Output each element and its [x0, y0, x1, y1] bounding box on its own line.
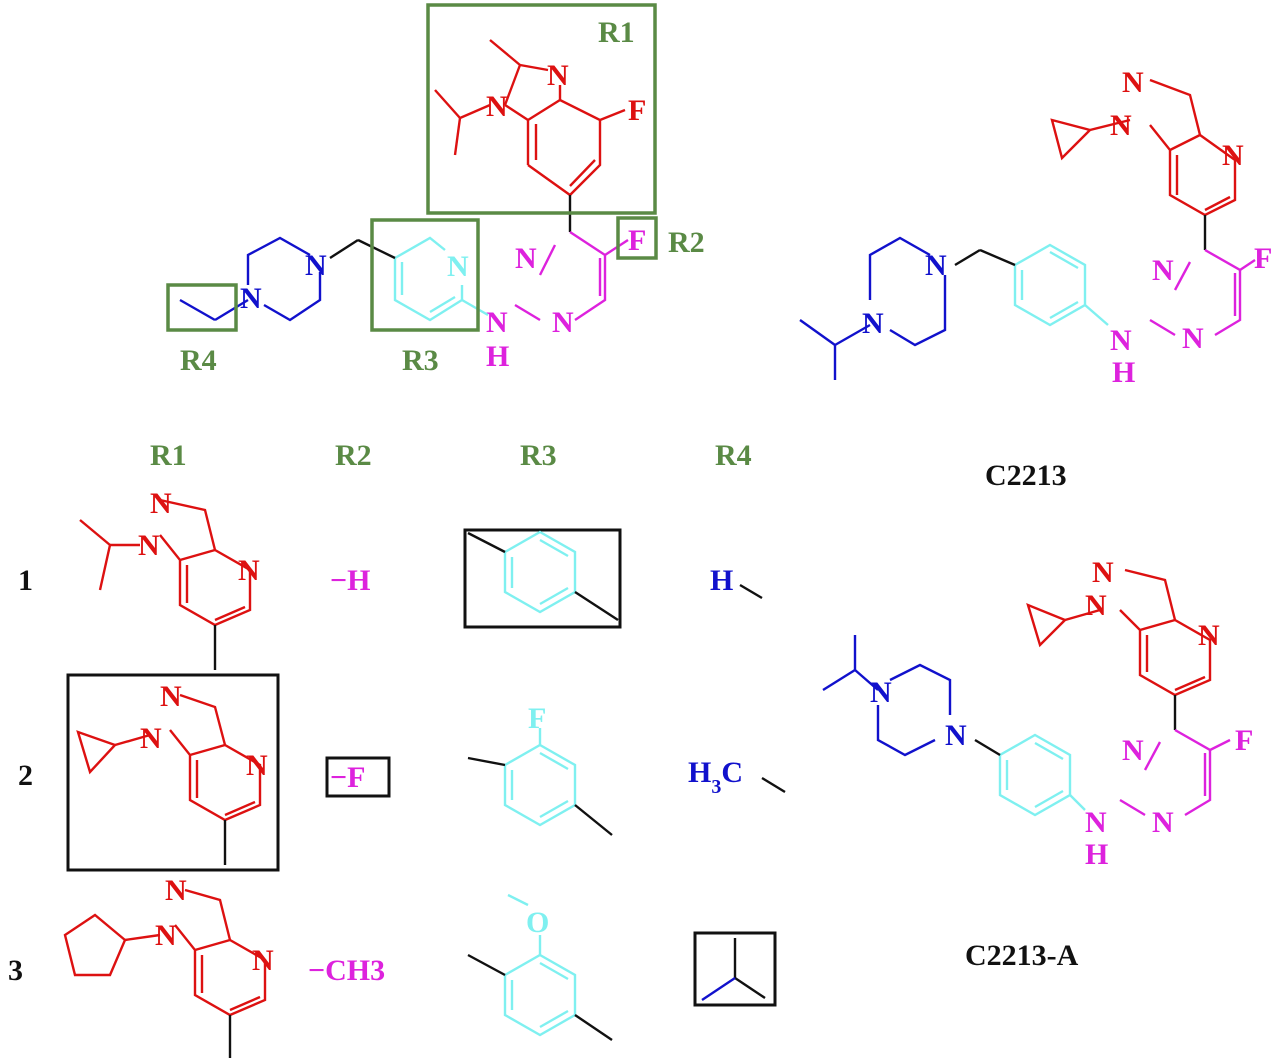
atom-n: N: [1110, 109, 1132, 142]
atom-n: N: [252, 944, 274, 977]
atom-n: N: [165, 874, 187, 907]
c2213a-pyrazolopyridine: N N N: [1026, 556, 1220, 697]
scaffold-r1-benzimidazole: N N F: [434, 39, 646, 197]
atom-h: H: [486, 340, 509, 373]
atom-n: N: [155, 919, 177, 952]
c2213a-piperazine: N N: [822, 635, 967, 757]
r2-option-ch3: −CH3: [308, 954, 385, 987]
atom-n: N: [1092, 556, 1114, 589]
r1-selected-box: [66, 673, 280, 872]
atom-n: N: [945, 719, 967, 752]
c2213-pyrimidine: N N N H F: [1110, 242, 1272, 389]
atom-n: N: [1182, 322, 1204, 355]
r4-selected-box: [693, 931, 777, 1007]
atom-n: N: [1222, 139, 1244, 172]
column-header-r1: R1: [150, 439, 187, 472]
c2213-pyrazolopyridine: N N N: [1050, 66, 1244, 217]
atom-o: O: [526, 906, 549, 939]
c2213a-phenyl: [998, 733, 1086, 817]
compound-name-c2213: C2213: [985, 459, 1067, 492]
atom-h: H: [1112, 356, 1135, 389]
compound-c2213-structure: N N N N N N H F: [799, 66, 1272, 389]
atom-n: N: [240, 282, 262, 315]
atom-n: N: [140, 722, 162, 755]
atom-n: N: [547, 59, 569, 92]
r2-option-h: −H: [330, 564, 370, 597]
scaffold-structure: N N F N N N H F N: [166, 3, 705, 377]
r4-highlight-box: [166, 283, 238, 332]
r1-option-cyclopentyl: N N N: [63, 874, 274, 1017]
row-number-1: 1: [18, 564, 33, 597]
atom-n: N: [246, 749, 268, 782]
c2213a-pyrimidine: N N N H F: [1085, 724, 1253, 871]
atom-n: N: [870, 676, 892, 709]
column-header-r2: R2: [335, 439, 372, 472]
atom-f: F: [628, 94, 646, 127]
atom-n: N: [447, 250, 469, 283]
svg-text:H3C: H3C: [688, 756, 743, 798]
r1-option-isopropyl: N N N: [79, 487, 260, 627]
atom-n: N: [1085, 806, 1107, 839]
r2-label: R2: [668, 226, 705, 259]
atom-f: F: [628, 224, 646, 257]
atom-n: N: [1110, 324, 1132, 357]
atom-n: N: [486, 90, 508, 123]
atom-n: N: [1198, 619, 1220, 652]
atom-n: N: [925, 249, 947, 282]
row-number-3: 3: [8, 954, 23, 987]
column-header-r3: R3: [520, 439, 557, 472]
atom-n: N: [862, 307, 884, 340]
atom-f: F: [1254, 242, 1272, 275]
r4-option-isopropyl: [693, 931, 777, 1007]
r4-option-h: H: [710, 564, 733, 597]
r3-highlight-box: [370, 218, 480, 332]
r3-option-phenyl: [463, 528, 622, 629]
compound-c2213-a-structure: N N N N N N H F: [822, 556, 1253, 871]
r3-option-fluorophenyl: F: [467, 702, 613, 836]
r1-highlight-box: [426, 3, 657, 215]
r3-label: R3: [402, 344, 439, 377]
atom-n: N: [150, 487, 172, 520]
atom-n: N: [238, 554, 260, 587]
scaffold-pyridine: N: [393, 236, 489, 322]
scaffold-piperazine: N N: [179, 236, 327, 322]
r3-selected-box: [463, 528, 622, 629]
atom-n: N: [486, 306, 508, 339]
atom-f: F: [1235, 724, 1253, 757]
atom-n: N: [1152, 254, 1174, 287]
c2213-phenyl: [1013, 243, 1109, 327]
r1-option-cyclopropyl: N N N: [76, 680, 268, 822]
c2213-piperazine: N N: [799, 236, 947, 380]
atom-n: N: [138, 529, 160, 562]
row-number-2: 2: [18, 759, 33, 792]
scaffold-pyrimidine: N N N H F: [486, 224, 646, 373]
r1-label: R1: [598, 16, 635, 49]
atom-h: H: [1085, 838, 1108, 871]
r2-option-f: −F: [330, 761, 365, 794]
atom-n: N: [552, 306, 574, 339]
r4-label: R4: [180, 344, 217, 377]
atom-n: N: [1122, 734, 1144, 767]
r2-highlight-box: [616, 216, 658, 260]
r4-option-methyl: H3C: [688, 756, 786, 798]
atom-n: N: [160, 680, 182, 713]
atom-n: N: [305, 249, 327, 282]
atom-n: N: [515, 242, 537, 275]
atom-f: F: [528, 702, 546, 735]
atom-n: N: [1152, 806, 1174, 839]
r2-selected-box: [325, 756, 391, 798]
atom-n: N: [1122, 66, 1144, 99]
r3-option-methoxyphenyl: O: [467, 893, 613, 1041]
column-header-r4: R4: [715, 439, 752, 472]
atom-n: N: [1085, 589, 1107, 622]
compound-name-c2213-a: C2213-A: [965, 939, 1079, 972]
